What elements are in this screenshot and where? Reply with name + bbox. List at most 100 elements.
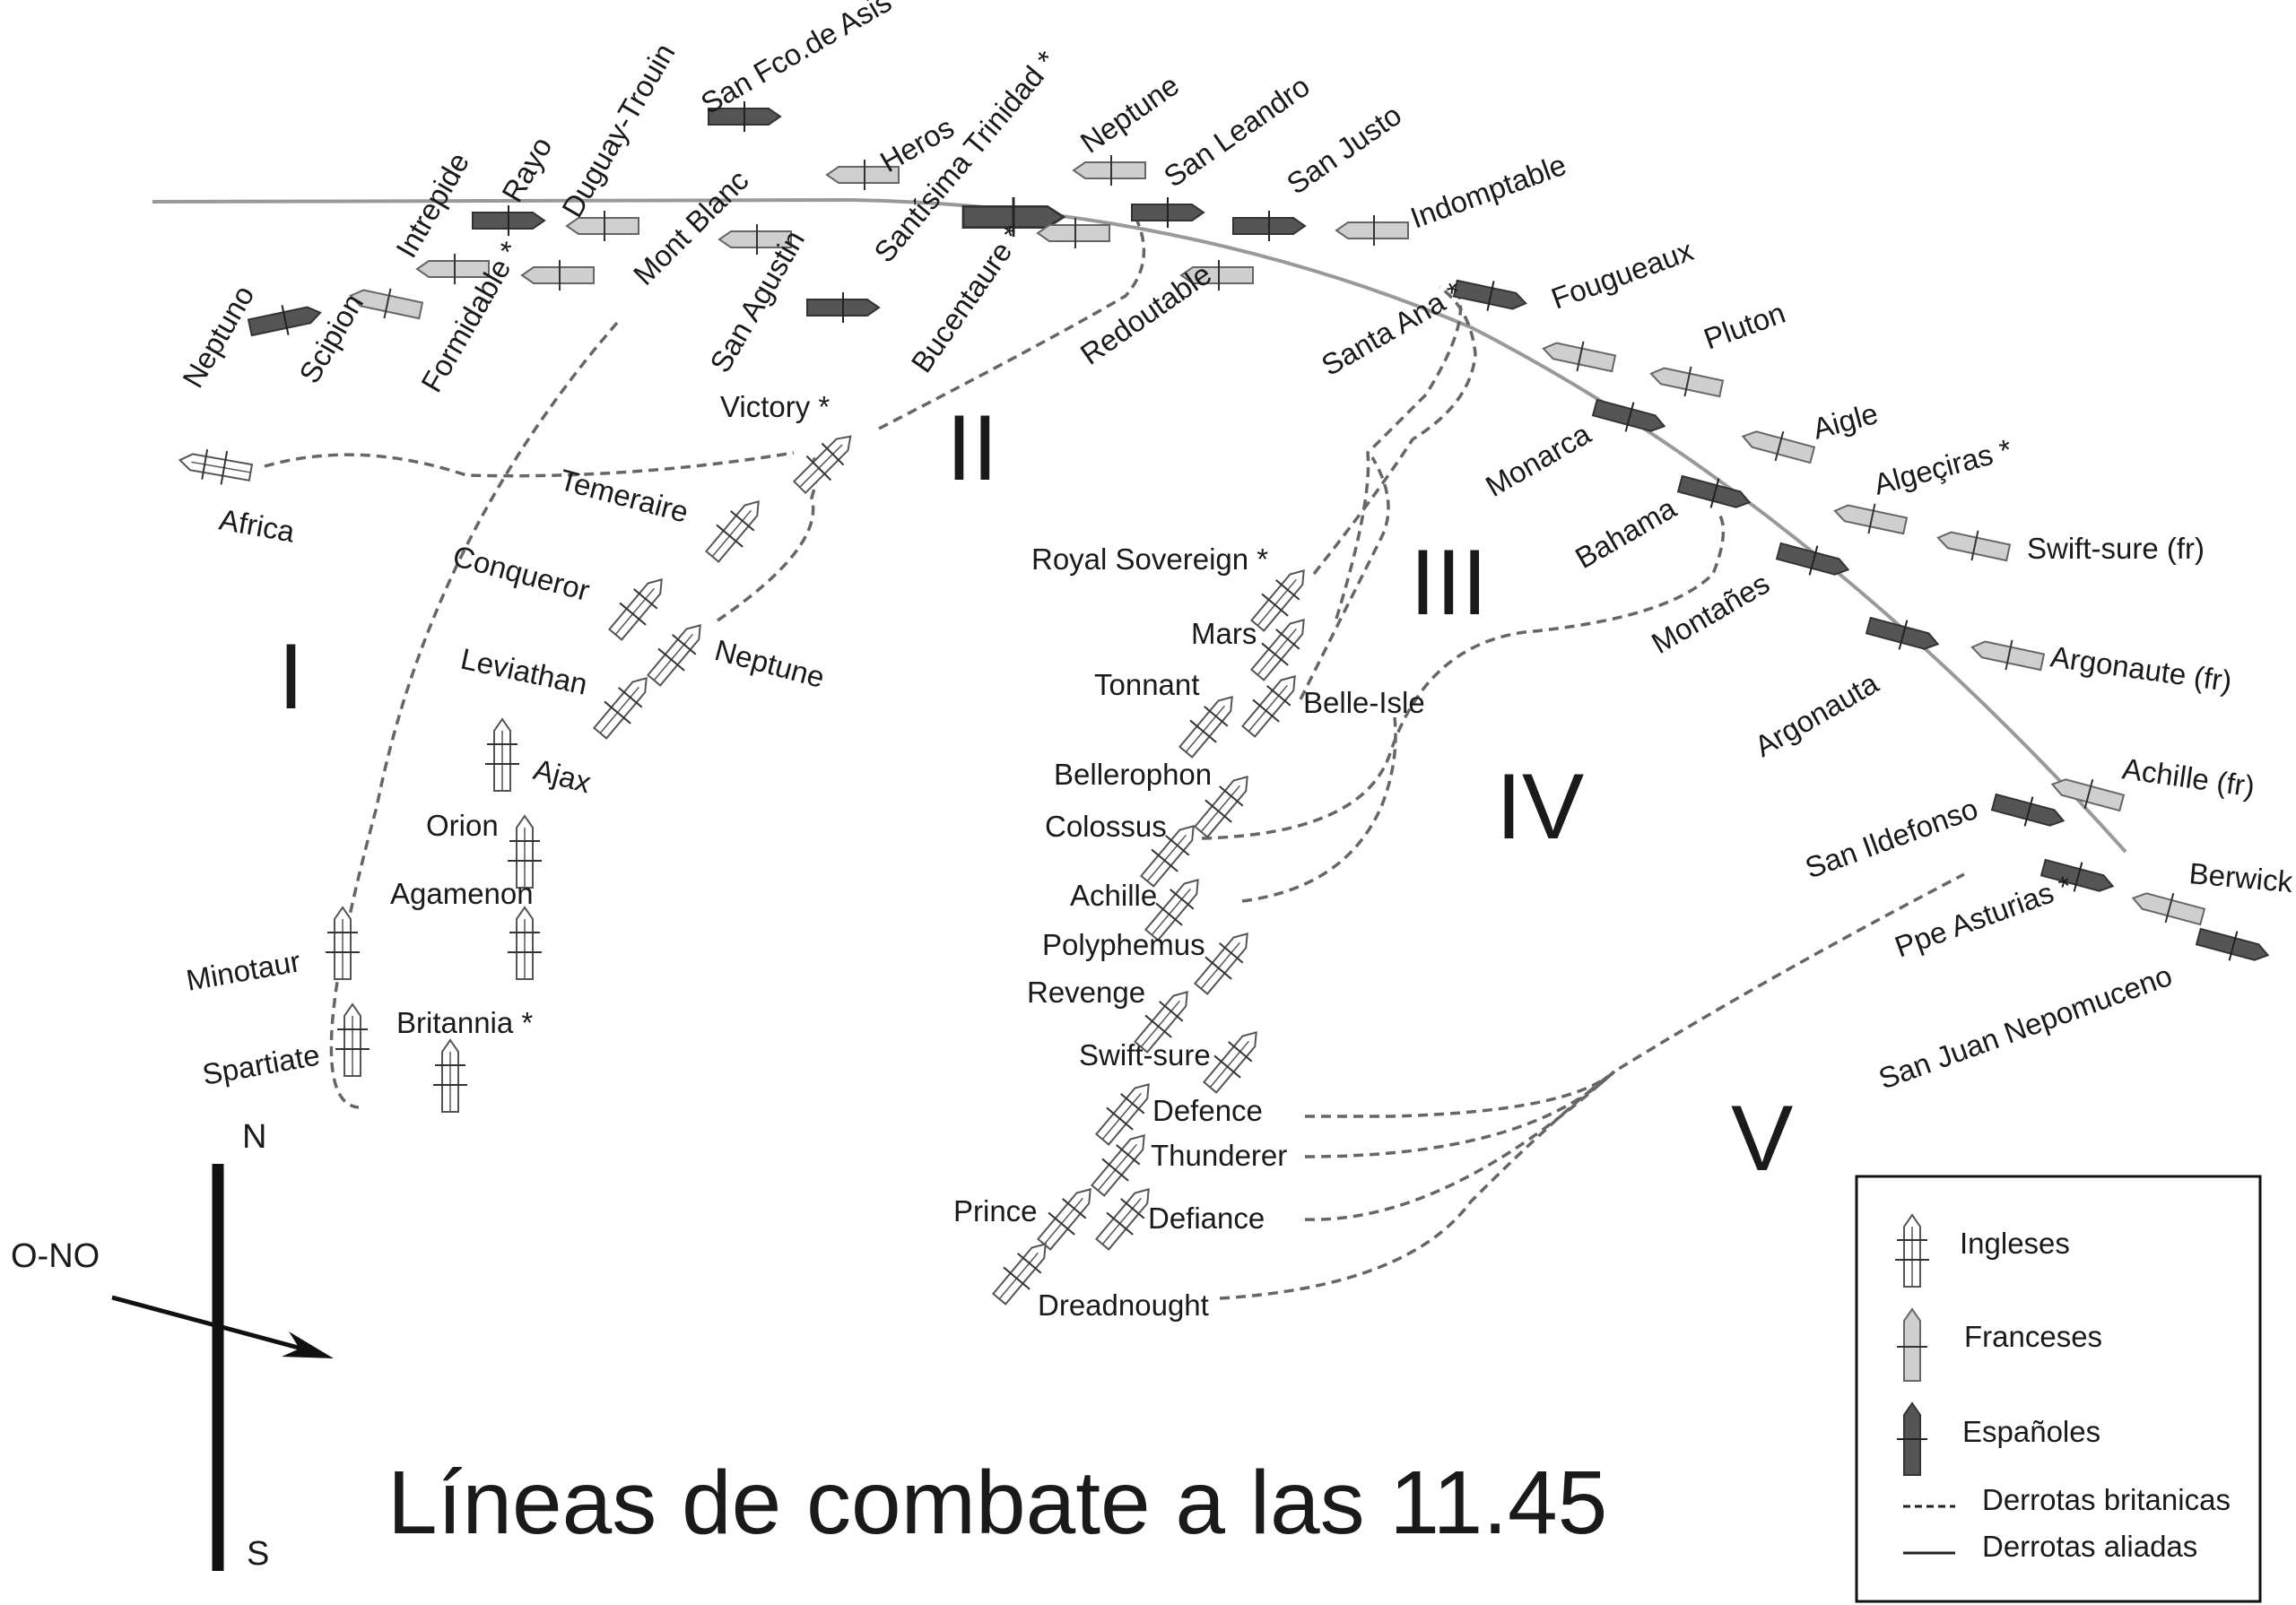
ship-indomptable [1335,214,1409,247]
label-swift-sure: Swift-sure [1079,1038,1211,1071]
ship-ajax [484,718,520,792]
label-royal-sovereign: Royal Sovereign * [1031,542,1268,576]
label-africa: Africa [217,502,298,548]
label-mont-blanc: Mont Blanc [627,163,755,291]
legend-spanish-label: Españoles [1962,1415,2100,1448]
label-argonaute-fr: Argonaute (fr) [2048,639,2234,698]
label-defence: Defence [1152,1094,1263,1127]
label-scipion: Scipion [292,288,370,388]
label-algeciras: Algeçiras * [1870,432,2015,501]
label-belle-isle: Belle-Isle [1303,686,1425,719]
label-spartiate: Spartiate [200,1038,323,1091]
label-mars: Mars [1191,617,1257,650]
legend-british-tracks-label: Derrotas britanicas [1982,1483,2231,1516]
compass-north-label: N [242,1118,266,1156]
label-argonauta: Argonauta [1749,666,1884,764]
label-polyphemus: Polyphemus [1042,928,1205,961]
ship-belle-isle [1234,664,1309,743]
label-indomptable: Indomptable [1406,148,1570,235]
ship-san-agustin [806,291,880,324]
page-title: Líneas de combate a las 11.45 [387,1453,1607,1553]
ship-minotaur [325,907,361,980]
ship-agamenon [507,907,543,980]
label-intrepide: Intrepide [389,147,475,264]
ship-rayo [472,204,545,237]
label-san-ildefonso: San Ildefonso [1801,792,1982,885]
label-prince: Prince [953,1194,1038,1228]
compass-south-label: S [247,1535,269,1573]
ship-argonaute-fr [1968,631,2047,678]
label-montanes: Montañes [1646,567,1775,661]
ship-leviathan [586,666,661,745]
label-neptuno: Neptuno [176,280,260,394]
ship-neptune-br [639,613,715,692]
label-agamenon: Agamenon [390,877,534,910]
compass: N S O-NO [11,1118,334,1573]
ship-santa-ana [1451,273,1530,319]
allied-ships [246,100,2274,971]
ship-victory [787,423,864,500]
wind-arrow-icon [111,1295,306,1352]
ship-formidable [521,259,595,291]
ship-san-ildefonso [1988,786,2069,837]
label-defiance: Defiance [1148,1202,1265,1235]
label-colossus: Colossus [1045,810,1167,843]
ship-pluton [1647,358,1726,404]
label-bucentaure: Bucentaure * [904,219,1030,378]
ship-africa [176,442,255,490]
label-bahama: Bahama [1570,490,1683,575]
ship-prince [1030,1177,1105,1256]
ship-britannia [432,1039,468,1113]
label-aigle: Aigle [1809,396,1881,446]
label-bellerophon: Bellerophon [1054,758,1212,791]
ship-algeciras [1831,495,1909,542]
label-neptune-br: Neptune [711,633,828,694]
label-pluton: Pluton [1700,296,1790,356]
label-minotaur: Minotaur [184,944,303,997]
ship-neptuno [246,297,325,343]
label-formidable: Formidable * [414,236,527,398]
label-ajax: Ajax [530,752,595,799]
ship-swift-sure-fr [1934,522,2013,568]
label-tonnant: Tonnant [1094,668,1199,701]
label-san-justo: San Justo [1281,98,1407,200]
ship-spartiate [335,1003,370,1077]
label-thunderer: Thunderer [1151,1139,1287,1172]
label-swift-sure-fr: Swift-sure (fr) [2027,532,2205,565]
label-berwick: Berwick [2187,856,2294,898]
ship-san-leandro [1131,196,1205,229]
british-tracks [264,214,1965,1300]
label-rayo: Rayo [495,131,559,207]
label-victory: Victory * [720,390,830,423]
label-duguay-trouin: Duguay-Trouin [555,38,682,222]
legend: Ingleses Franceses Españoles Derrotas br… [1855,1175,2262,1603]
wind-direction-label: O-NO [11,1237,100,1275]
label-santa-ana: Santa Ana * [1316,275,1468,382]
column-2-label: II [946,396,998,500]
ship-san-juan-nepomuceno [2193,921,2274,971]
british-labels: Africa Temeraire Conqueror Leviathan Aja… [184,390,1425,1322]
label-achille-br: Achille [1070,879,1157,912]
label-britannia: Britannia * [396,1006,533,1039]
label-neptune-fr: Neptune [1074,68,1185,160]
label-leviathan: Leviathan [458,642,591,701]
ship-san-justo [1232,210,1306,242]
label-revenge: Revenge [1027,976,1145,1009]
label-orion: Orion [426,809,499,842]
ship-temeraire [698,490,773,568]
label-fougueaux: Fougueaux [1547,233,1698,315]
legend-allied-tracks-label: Derrotas aliadas [1982,1530,2197,1563]
label-dreadnought: Dreadnought [1038,1288,1209,1322]
legend-french-label: Franceses [1964,1320,2102,1353]
label-conqueror: Conqueror [449,539,593,607]
label-achille-fr: Achille (fr) [2120,751,2257,802]
label-ppe-asturias: Ppe Asturias * [1891,869,2077,964]
ship-conqueror [601,568,676,646]
ship-aigle [1737,421,1818,471]
label-san-juan-nepomuceno: San Juan Nepomuceno [1874,959,2177,1096]
legend-english-label: Ingleses [1960,1227,2070,1260]
ship-neptune-fr [1073,154,1146,187]
column-3-label: III [1410,531,1488,635]
label-monarca: Monarca [1480,417,1596,504]
